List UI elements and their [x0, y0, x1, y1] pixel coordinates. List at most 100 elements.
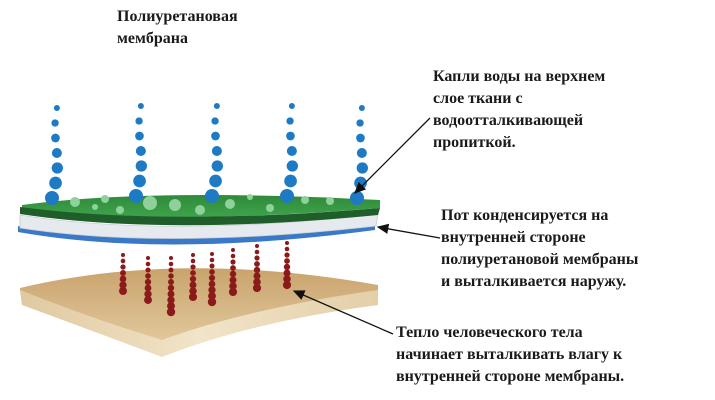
sweat-drop — [207, 297, 217, 307]
sweat-drop — [230, 259, 236, 265]
sweat-drop — [231, 248, 235, 252]
water-drop — [356, 119, 364, 127]
callout-line: водоотталкивающей — [433, 112, 584, 129]
label-line: Полиуретановая — [117, 8, 238, 25]
membrane-title-label: Полиуретановая мембрана — [117, 6, 238, 50]
water-drop — [135, 146, 146, 156]
skin-layer — [20, 268, 378, 357]
sweat-drop — [146, 256, 150, 260]
callout-line: Капли воды на верхнем — [433, 68, 606, 85]
sweat-drop — [167, 284, 175, 292]
sweat-drop — [284, 246, 290, 252]
sweat-drop — [169, 256, 173, 260]
water-bead — [92, 204, 98, 210]
water-drop — [356, 133, 365, 143]
sweat-drop — [119, 287, 127, 295]
sweat-drop — [253, 266, 261, 274]
water-drop — [133, 174, 146, 188]
sweat-drop — [189, 275, 197, 283]
callout-line: слое ткани с — [433, 90, 523, 107]
sweat-drop — [167, 296, 175, 304]
callout-line: полиуретановой мембраны — [441, 251, 639, 268]
water-drop — [51, 162, 63, 174]
sweat-drop — [190, 270, 196, 276]
water-bead — [195, 205, 205, 215]
sweat-drop — [253, 272, 261, 280]
sweat-drop — [229, 276, 237, 284]
water-bead — [143, 196, 157, 210]
water-drop — [286, 117, 294, 125]
water-drop — [135, 160, 147, 172]
water-drop — [288, 103, 295, 109]
sweat-drop — [209, 269, 215, 275]
sweat-drops — [119, 241, 292, 317]
water-bead — [225, 199, 235, 209]
arrow-membrane — [376, 223, 441, 239]
sweat-drop — [209, 263, 215, 269]
water-drop — [49, 176, 62, 190]
sweat-drop — [229, 282, 237, 290]
sweat-drop — [252, 283, 262, 293]
water-drop — [356, 148, 367, 158]
callout-line: пропиткой. — [433, 134, 516, 151]
sweat-drop — [282, 280, 292, 290]
water-drop — [45, 191, 59, 205]
water-bead — [101, 195, 109, 203]
water-drop — [135, 131, 144, 141]
water-beads — [70, 194, 334, 215]
water-bead — [169, 199, 181, 211]
sweat-drop — [168, 279, 174, 285]
water-drop — [211, 160, 223, 172]
water-drop — [135, 117, 143, 125]
water-bead — [70, 197, 80, 207]
sweat-drop — [285, 241, 289, 245]
water-drop — [137, 103, 144, 109]
label-line: мембрана — [117, 30, 189, 47]
sweat-drop — [254, 249, 260, 255]
sweat-drop — [167, 290, 175, 298]
sweat-drop — [284, 258, 290, 264]
membrane-layer — [19, 213, 379, 239]
water-drop — [51, 119, 59, 127]
sweat-drop — [168, 267, 174, 273]
sweat-drop — [208, 292, 216, 300]
sweat-drop — [145, 273, 151, 279]
sweat-drop — [188, 292, 198, 302]
sweat-drop — [121, 253, 125, 257]
sweat-drop — [209, 257, 215, 263]
sweat-drop — [283, 263, 291, 271]
water-drop — [286, 131, 295, 141]
sweat-drop — [119, 281, 127, 289]
water-drop — [280, 189, 294, 203]
water-drop — [209, 174, 222, 188]
sweat-drop — [168, 261, 174, 267]
callout-line: Пот конденсируется на — [441, 207, 609, 224]
sweat-drop — [283, 275, 291, 283]
sweat-drop — [208, 286, 216, 294]
callout-body-heat: Тепло человеческого тела начинает выталк… — [396, 322, 624, 388]
water-drop — [211, 131, 220, 141]
sweat-drop — [120, 258, 126, 264]
water-drop — [51, 148, 62, 158]
water-bead — [247, 194, 253, 200]
water-drop — [213, 103, 220, 109]
sweat-drop — [167, 302, 175, 310]
water-bead — [326, 197, 334, 205]
sweat-drop — [144, 284, 152, 292]
sweat-drop — [189, 281, 197, 289]
inner-layer — [18, 224, 375, 245]
water-drops — [45, 103, 368, 205]
callout-line: начинает выталкивать влагу к — [396, 346, 623, 363]
water-bead — [266, 204, 274, 212]
sweat-drop — [191, 253, 195, 257]
water-drop — [211, 117, 219, 125]
sweat-drop — [283, 269, 291, 277]
sweat-drop — [144, 296, 152, 304]
sweat-drop — [228, 287, 238, 297]
water-drop — [211, 146, 222, 156]
sweat-drop — [119, 275, 127, 283]
water-bead — [116, 206, 124, 214]
water-drop — [129, 189, 143, 203]
